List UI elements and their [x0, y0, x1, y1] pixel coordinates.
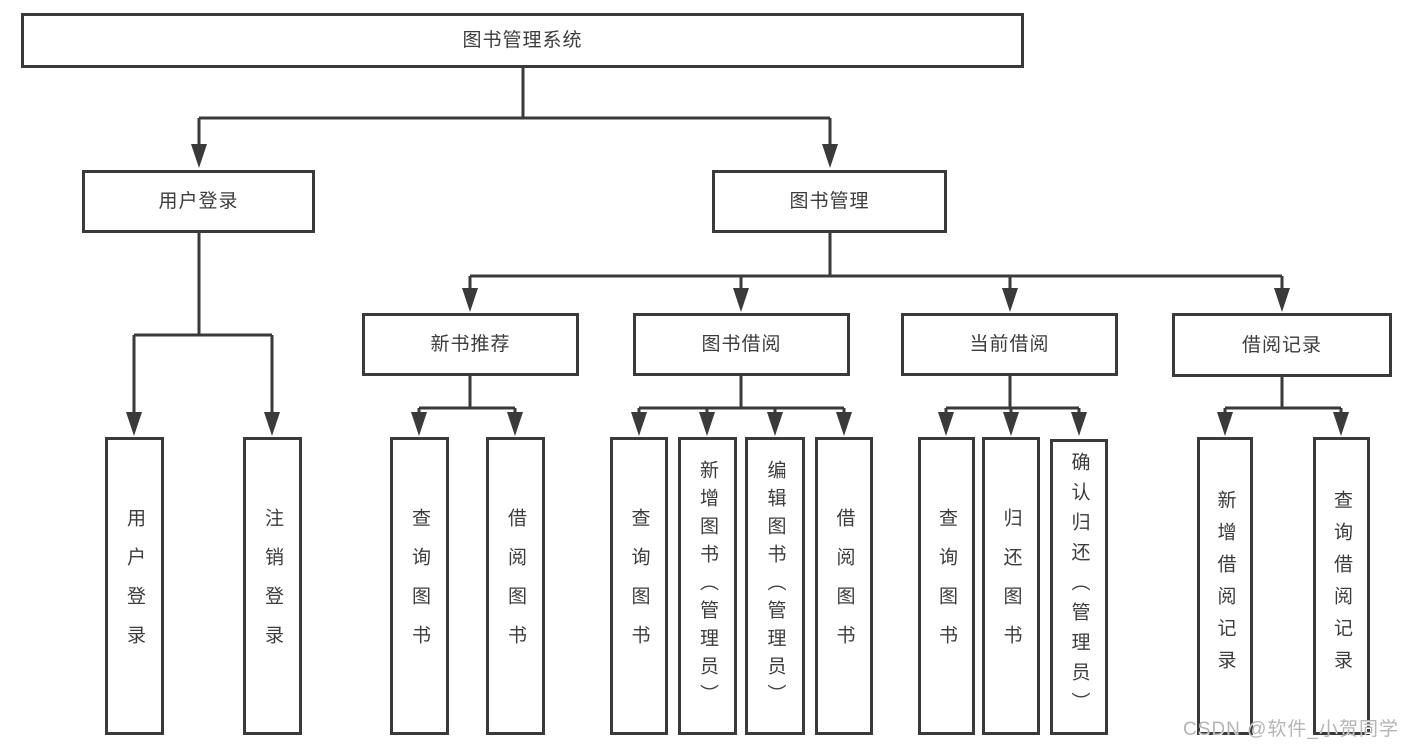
leaf-nbr-query-books: 查询图书 — [390, 437, 449, 735]
arrowhead-icon — [462, 288, 478, 312]
leaf-logout: 注销登录 — [243, 437, 302, 735]
leaf-label: 查询图书 — [628, 508, 650, 664]
leaf-bb-edit-books-admin: 编辑图书（管理员） — [745, 437, 805, 735]
node-label: 用户登录 — [158, 191, 239, 212]
node-label: 新书推荐 — [430, 334, 511, 355]
leaf-nbr-borrow-books: 借阅图书 — [486, 437, 545, 735]
arrowhead-icon — [264, 412, 280, 436]
csdn-watermark: CSDN @软件_小贺同学 — [1183, 719, 1399, 740]
arrowhead-icon — [733, 288, 749, 312]
arrowhead-icon — [1002, 288, 1018, 312]
leaf-label: 用户登录 — [124, 508, 145, 664]
node-label: 当前借阅 — [969, 334, 1050, 355]
arrowhead-icon — [938, 412, 954, 436]
arrowhead-icon — [631, 412, 647, 436]
leaf-user-login: 用户登录 — [105, 437, 164, 735]
arrowhead-icon — [126, 412, 142, 436]
node-borrowing-records: 借阅记录 — [1172, 313, 1392, 377]
arrowhead-icon — [411, 412, 427, 436]
arrowhead-icon — [1217, 412, 1233, 436]
leaf-label: 查询图书 — [409, 508, 430, 664]
leaf-label: 借阅图书 — [505, 508, 526, 664]
leaf-label: 查询图书 — [936, 508, 957, 664]
node-label: 借阅记录 — [1241, 334, 1322, 356]
arrowhead-icon — [836, 412, 852, 436]
arrowhead-icon — [1274, 288, 1290, 312]
arrowhead-icon — [1071, 412, 1087, 436]
leaf-label: 确认归还（管理员） — [1068, 452, 1090, 722]
arrowhead-icon — [191, 144, 207, 168]
arrowhead-icon — [822, 144, 838, 168]
leaf-cb-return-books: 归还图书 — [982, 437, 1040, 735]
leaf-br-add-record: 新增借阅记录 — [1197, 437, 1253, 735]
leaf-bb-query-books: 查询图书 — [610, 437, 668, 735]
leaf-cb-confirm-return-admin: 确认归还（管理员） — [1050, 439, 1108, 735]
leaf-label: 注销登录 — [262, 508, 283, 664]
leaf-cb-query-books: 查询图书 — [918, 437, 975, 735]
node-label: 图书管理 — [789, 191, 870, 212]
leaf-label: 归还图书 — [1000, 508, 1022, 664]
node-root-library-system: 图书管理系统 — [21, 13, 1024, 68]
arrowhead-icon — [699, 412, 715, 436]
leaf-br-query-record: 查询借阅记录 — [1313, 437, 1370, 735]
node-new-book-recommend: 新书推荐 — [362, 313, 579, 376]
leaf-label: 编辑图书（管理员） — [764, 460, 786, 712]
leaf-label: 新增图书（管理员） — [697, 460, 718, 712]
arrowhead-icon — [767, 412, 783, 436]
node-user-login: 用户登录 — [82, 170, 315, 233]
leaf-bb-borrow-books: 借阅图书 — [815, 437, 873, 735]
leaf-label: 查询借阅记录 — [1331, 490, 1352, 682]
arrowhead-icon — [507, 412, 523, 436]
node-book-management: 图书管理 — [712, 170, 947, 233]
node-current-borrowing: 当前借阅 — [901, 313, 1118, 376]
node-book-borrowing: 图书借阅 — [633, 313, 850, 376]
arrowhead-icon — [1333, 412, 1349, 436]
leaf-label: 新增借阅记录 — [1214, 490, 1236, 682]
node-label: 图书借阅 — [701, 334, 782, 355]
node-label: 图书管理系统 — [462, 30, 583, 51]
arrowhead-icon — [1003, 412, 1019, 436]
leaf-label: 借阅图书 — [833, 508, 855, 664]
leaf-bb-add-books-admin: 新增图书（管理员） — [678, 437, 737, 735]
